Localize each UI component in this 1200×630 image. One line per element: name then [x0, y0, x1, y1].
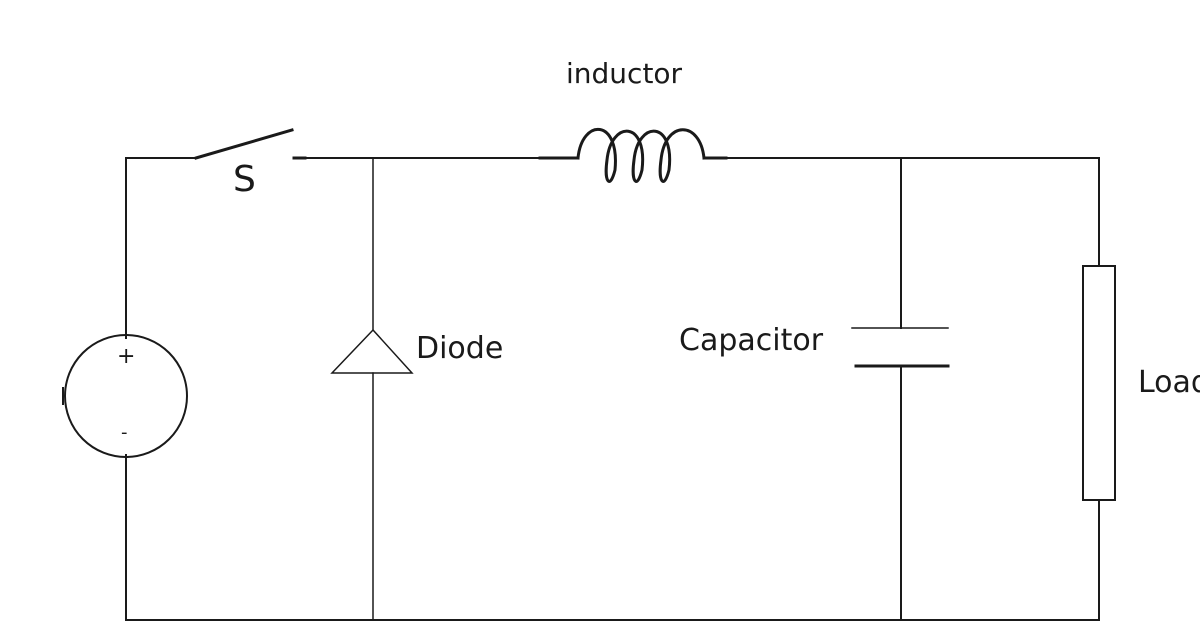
load-resistor: [1082, 265, 1116, 501]
switch-label: S: [233, 159, 256, 200]
switch-lever: [194, 128, 294, 160]
source-negative-label: -: [121, 422, 128, 443]
diode-symbol: [330, 328, 414, 374]
source-positive-label: +: [117, 344, 136, 369]
load-label: Load: [1138, 365, 1200, 400]
voltage-source: [64, 334, 188, 458]
diode-label: Diode: [416, 331, 504, 366]
inductor-label: inductor: [566, 57, 683, 90]
inductor-coil: [576, 128, 706, 183]
capacitor-label: Capacitor: [679, 323, 824, 358]
